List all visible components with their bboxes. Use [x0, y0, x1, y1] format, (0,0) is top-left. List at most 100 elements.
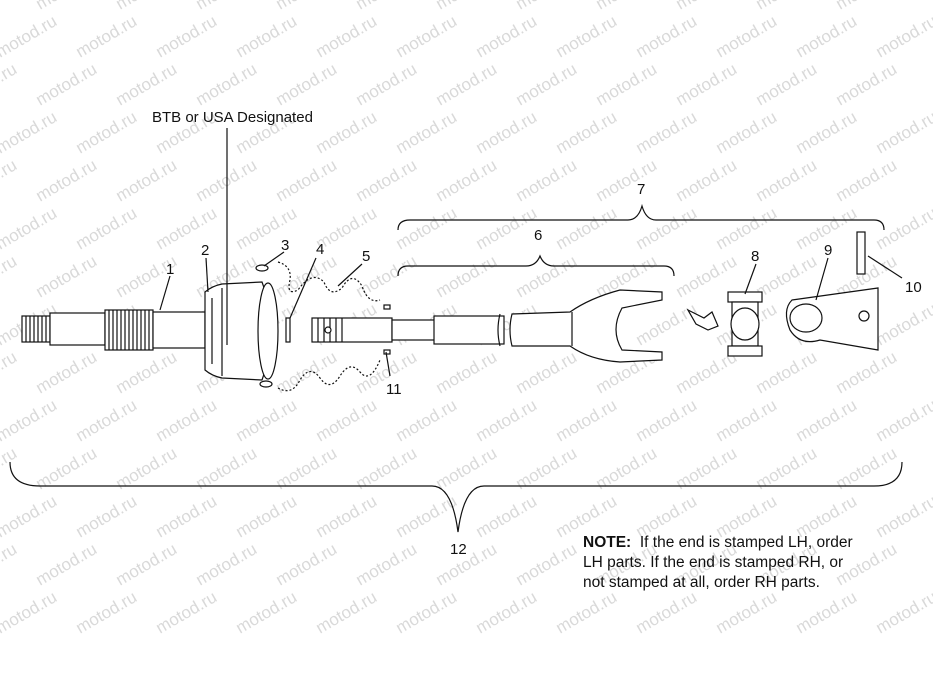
leader-lines [159, 251, 903, 377]
watermark-text: motod.ru [153, 11, 221, 61]
watermark-text: motod.ru [0, 59, 20, 109]
watermark-text: motod.ru [33, 155, 101, 205]
watermark-text: motod.ru [513, 347, 581, 397]
brackets [9, 203, 903, 533]
inner-shaft [311, 304, 505, 355]
watermark-text: motod.ru [793, 395, 861, 445]
watermark-text: motod.ru [753, 347, 821, 397]
watermark-text: motod.ru [273, 59, 341, 109]
watermark-text: motod.ru [513, 155, 581, 205]
watermark-text: motod.ru [393, 203, 461, 253]
watermark-text: motod.ru [513, 539, 581, 589]
callout-3: 3 [281, 237, 289, 254]
stamping-note: NOTE: If the end is stamped LH, order LH… [583, 533, 923, 593]
callout-2: 2 [201, 242, 209, 259]
watermark-text: motod.ru [393, 395, 461, 445]
watermark-text: motod.ru [393, 587, 461, 637]
watermark-text: motod.ru [553, 587, 621, 637]
callout-10: 10 [905, 279, 922, 296]
watermark-text: motod.ru [33, 539, 101, 589]
watermark-text: motod.ru [873, 11, 933, 61]
watermark-text: motod.ru [153, 203, 221, 253]
watermark-text: motod.ru [753, 0, 821, 13]
watermark-text: motod.ru [233, 203, 301, 253]
watermark-text: motod.ru [873, 299, 933, 349]
axle-shaft [21, 309, 206, 351]
watermark-text: motod.ru [233, 587, 301, 637]
watermark-text: motod.ru [193, 155, 261, 205]
boot [277, 261, 381, 392]
watermark-text: motod.ru [673, 0, 741, 13]
watermark-text: motod.ru [433, 251, 501, 301]
watermark-text: motod.ru [633, 11, 701, 61]
watermark-text: motod.ru [873, 203, 933, 253]
watermark-text: motod.ru [313, 395, 381, 445]
watermark-text: motod.ru [113, 347, 181, 397]
note-heading: NOTE: [583, 534, 632, 551]
note-line-3: not stamped at all, order RH parts. [583, 574, 820, 591]
watermark-text: motod.ru [513, 251, 581, 301]
watermark-text: motod.ru [33, 251, 101, 301]
callout-6: 6 [534, 227, 542, 244]
watermark-text: motod.ru [833, 155, 901, 205]
watermark-text: motod.ru [713, 395, 781, 445]
watermark-text: motod.ru [433, 347, 501, 397]
watermark-text: motod.ru [513, 59, 581, 109]
watermark-text: motod.ru [393, 11, 461, 61]
watermark-text: motod.ru [633, 203, 701, 253]
watermark-text: motod.ru [673, 155, 741, 205]
watermark-text: motod.ru [833, 59, 901, 109]
callout-12: 12 [450, 541, 467, 558]
watermark-text: motod.ru [633, 299, 701, 349]
watermark-text: motod.ru [553, 107, 621, 157]
watermark-text: motod.ru [433, 59, 501, 109]
watermark-text: motod.ru [633, 395, 701, 445]
watermark-text: motod.ru [433, 0, 501, 13]
watermark-text: motod.ru [0, 395, 60, 445]
watermark-text: motod.ru [593, 0, 661, 13]
end-yoke [785, 287, 879, 351]
watermark-text: motod.ru [713, 107, 781, 157]
watermark-text: motod.ru [33, 59, 101, 109]
watermark-text: motod.ru [433, 155, 501, 205]
watermark-text: motod.ru [113, 0, 181, 13]
watermark-text: motod.ru [113, 155, 181, 205]
watermark-text: motod.ru [273, 251, 341, 301]
watermark-text: motod.ru [193, 539, 261, 589]
note-line-2: LH parts. If the end is stamped RH, or [583, 554, 844, 571]
yoke [509, 289, 663, 363]
u-joint-cross [686, 291, 763, 357]
watermark-text: motod.ru [393, 491, 461, 541]
watermark-text: motod.ru [793, 11, 861, 61]
watermark-text: motod.ru [233, 395, 301, 445]
note-text-1: If the end is stamped LH, order [639, 534, 853, 551]
watermark-text: motod.ru [793, 587, 861, 637]
watermark-text: motod.ru [313, 587, 381, 637]
watermark-text: motod.ru [73, 395, 141, 445]
watermark-text: motod.ru [593, 59, 661, 109]
watermark-text: motod.ru [553, 395, 621, 445]
watermark-text: motod.ru [0, 539, 20, 589]
watermark-text: motod.ru [153, 491, 221, 541]
watermark-text: motod.ru [73, 203, 141, 253]
watermark-text: motod.ru [473, 11, 541, 61]
watermark-text: motod.ru [33, 347, 101, 397]
watermark-text: motod.ru [113, 59, 181, 109]
watermark-text: motod.ru [0, 251, 20, 301]
watermark-text: motod.ru [193, 0, 261, 13]
watermark-text: motod.ru [73, 491, 141, 541]
watermark-text: motod.ru [233, 11, 301, 61]
watermark-text: motod.ru [353, 539, 421, 589]
watermark-text: motod.ru [273, 539, 341, 589]
watermark-text: motod.ru [313, 491, 381, 541]
watermark-text: motod.ru [33, 0, 101, 13]
watermark-text: motod.ru [713, 203, 781, 253]
watermark-text: motod.ru [753, 59, 821, 109]
watermark-text: motod.ru [633, 587, 701, 637]
watermark-text: motod.ru [473, 203, 541, 253]
watermark-text: motod.ru [0, 587, 60, 637]
watermark-text: motod.ru [873, 107, 933, 157]
watermark-text: motod.ru [0, 491, 60, 541]
